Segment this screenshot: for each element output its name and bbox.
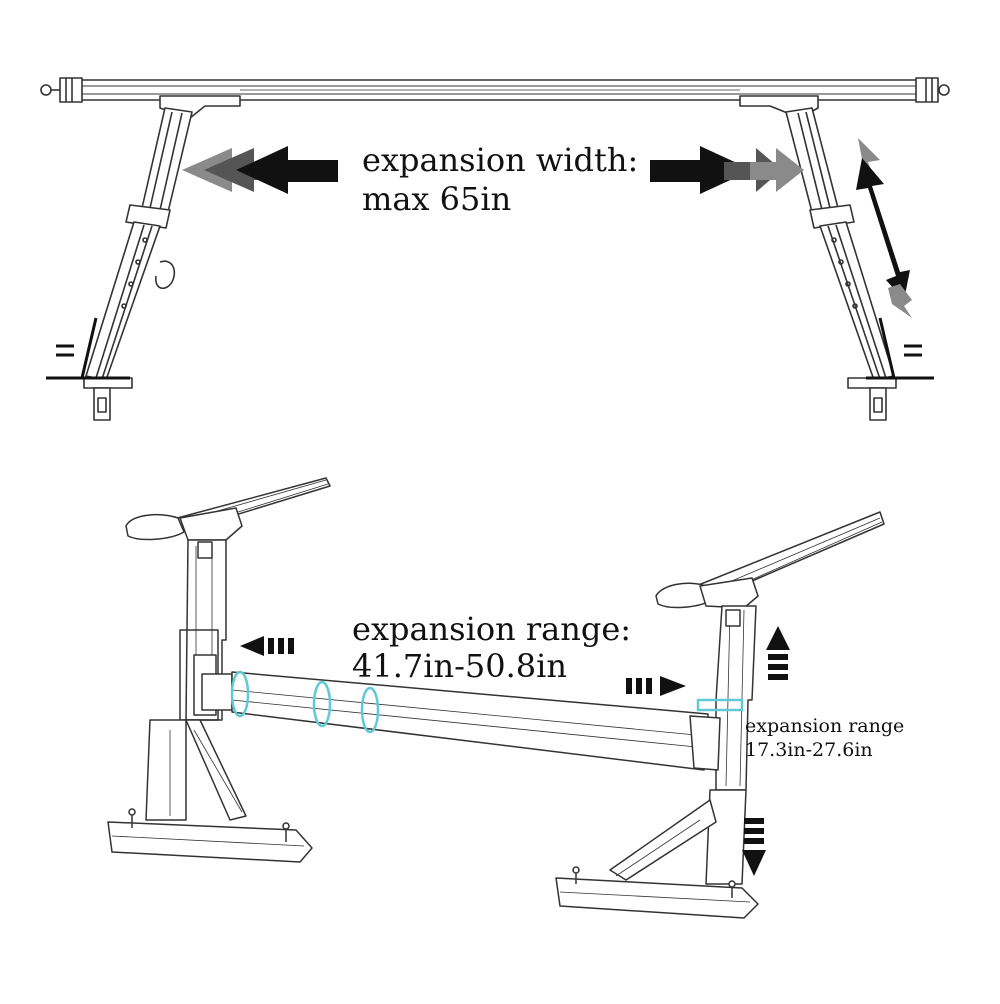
range-arrow-left-icon	[240, 636, 294, 656]
top-rack-elevation	[40, 77, 950, 421]
width-arrow-right-icon	[650, 146, 804, 194]
expansion-range-value: 41.7in-50.8in	[352, 647, 567, 685]
right-foot-plate	[555, 866, 759, 919]
left-tower-bracket	[179, 507, 243, 541]
left-foot-plate	[107, 808, 313, 863]
expansion-width-label: expansion width:	[362, 141, 639, 179]
expansion-width-value: max 65in	[362, 180, 512, 218]
telescoping-crossbar	[201, 671, 721, 771]
crossbar-right-endcap	[915, 77, 950, 103]
crossbar-clamps	[230, 670, 744, 734]
bottom-rack-perspective	[107, 477, 885, 919]
crossbar-left-endcap	[40, 77, 83, 103]
height-range-value: 17.3in-27.6in	[745, 739, 873, 761]
width-arrow-left-icon	[182, 146, 338, 194]
height-range-label: expansion range	[745, 715, 905, 737]
right-tower-bracket	[699, 577, 759, 609]
right-bedwall-marker	[866, 317, 934, 380]
height-arrow-down-icon	[742, 818, 766, 876]
height-arrow-up-icon	[766, 626, 790, 680]
left-rail-endcap	[125, 513, 185, 541]
expansion-range-label: expansion range:	[352, 610, 632, 648]
right-tower	[609, 605, 757, 885]
top-right-leg	[785, 107, 897, 421]
range-arrow-right-icon	[626, 676, 686, 696]
left-bedwall-marker	[46, 317, 130, 380]
height-arrow-icon	[856, 138, 912, 318]
top-left-leg	[83, 107, 193, 421]
